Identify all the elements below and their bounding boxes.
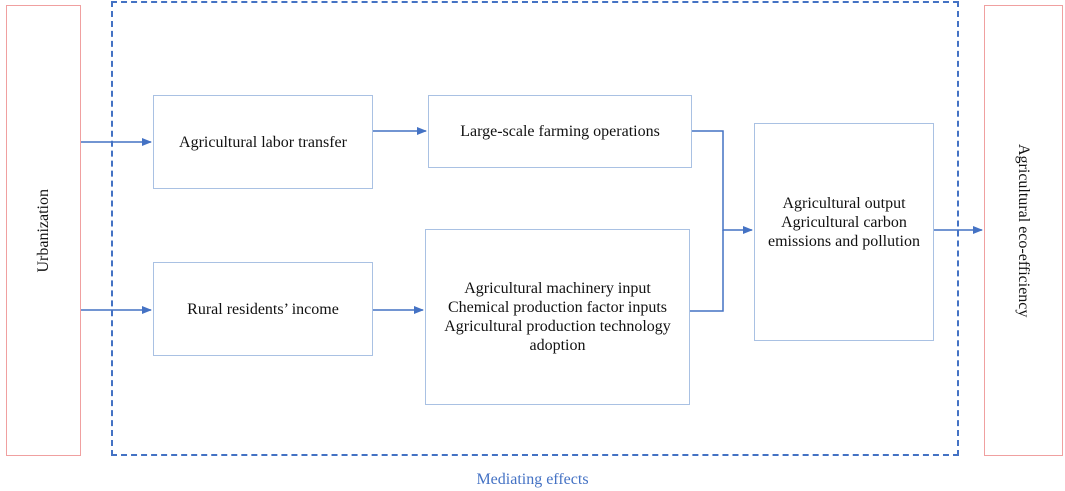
node-large-scale-farming-label: Large-scale farming operations — [460, 123, 660, 140]
node-agricultural-outputs: Agricultural output Agricultural carbon … — [754, 123, 934, 341]
node-agricultural-labor-transfer: Agricultural labor transfer — [153, 95, 373, 189]
edge-inputs-to-outputs — [690, 230, 724, 312]
node-agricultural-labor-transfer-label: Agricultural labor transfer — [179, 133, 347, 151]
node-agricultural-outputs-label: Agricultural output Agricultural carbon … — [768, 194, 920, 250]
node-agricultural-eco-efficiency-label: Agricultural eco-efficiency — [1015, 143, 1032, 318]
node-rural-residents-income: Rural residents’ income — [153, 262, 373, 356]
node-large-scale-farming: Large-scale farming operations — [428, 95, 692, 168]
node-production-inputs: Agricultural machinery input Chemical pr… — [425, 229, 690, 405]
node-urbanization: Urbanization — [6, 5, 81, 456]
node-agricultural-eco-efficiency: Agricultural eco-efficiency — [984, 5, 1063, 456]
mediating-effects-label: Mediating effects — [476, 471, 589, 488]
node-production-inputs-label: Agricultural machinery input Chemical pr… — [444, 280, 671, 354]
edge-large-scale-to-outputs — [692, 130, 753, 234]
node-rural-residents-income-label: Rural residents’ income — [187, 300, 339, 318]
mediating-effects-frame — [111, 1, 959, 456]
